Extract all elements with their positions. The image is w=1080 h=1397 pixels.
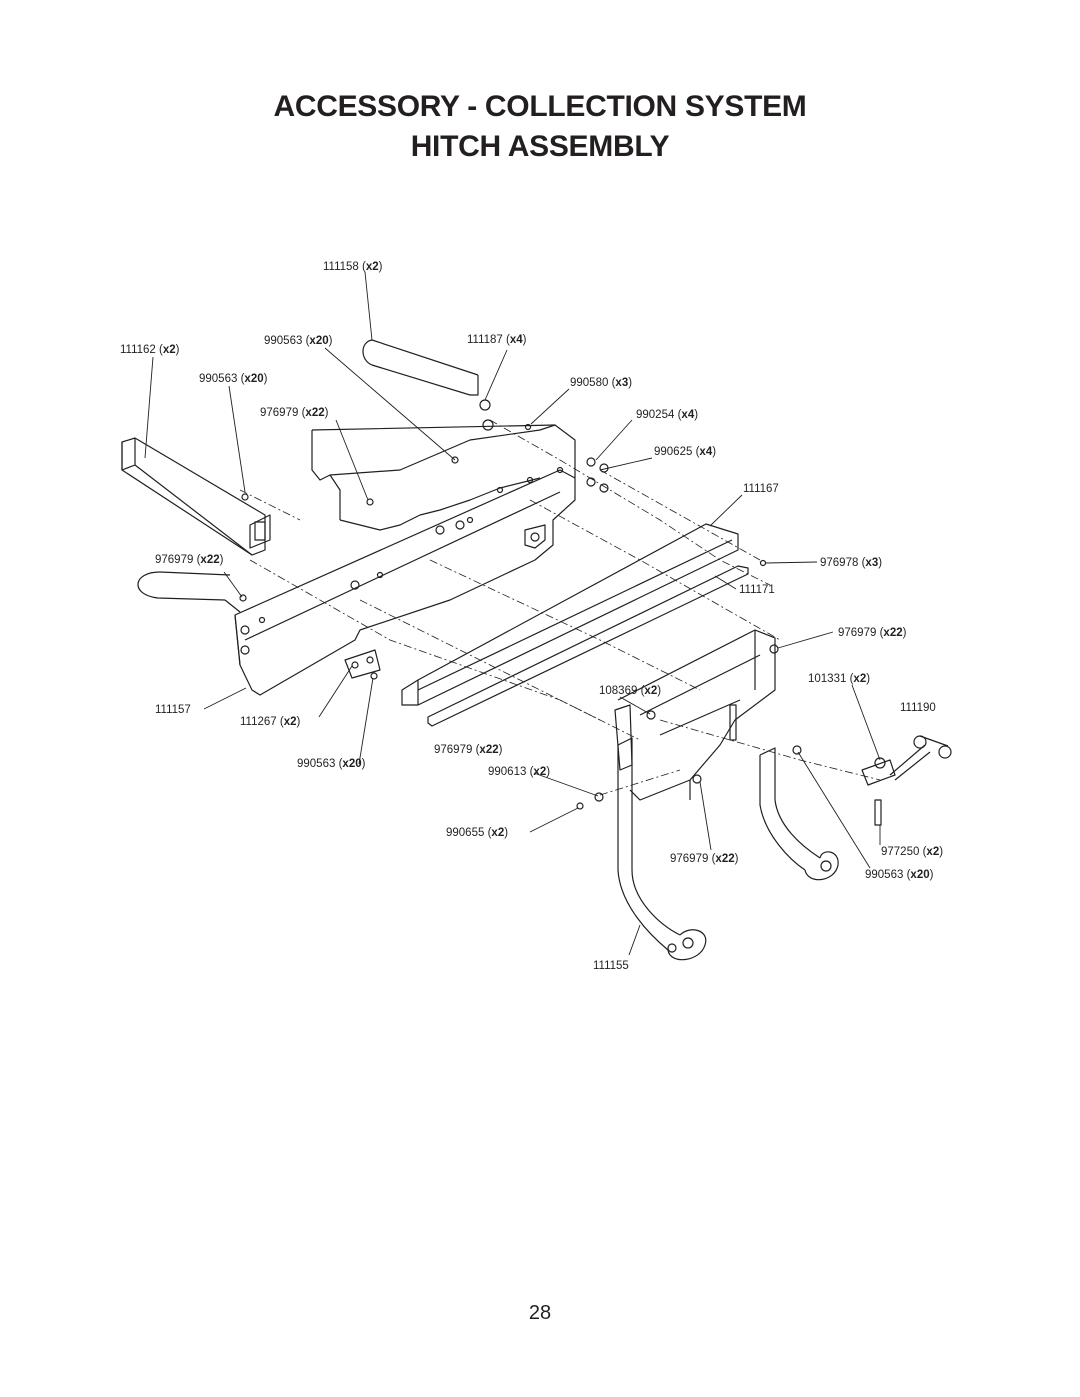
tube-111162 (121, 437, 271, 556)
page-title-line-1: ACCESSORY - COLLECTION SYSTEM (273, 90, 807, 123)
hitch-weldment-111155 (614, 629, 839, 961)
callout-108369: 108369 (x2) (599, 685, 661, 697)
callout-990625: 990625 (x4) (654, 446, 716, 458)
link-bar-111190 (861, 735, 952, 826)
callout-976978: 976978 (x3) (820, 557, 882, 569)
callout-990655: 990655 (x2) (446, 827, 508, 839)
hardware-fasteners (239, 399, 886, 810)
callout-976979-a: 976979 (x22) (260, 407, 329, 419)
callout-111167: 111167 (743, 483, 779, 495)
assembly-centerlines (239, 419, 881, 796)
callout-976979-b: 976979 (x22) (155, 554, 224, 566)
callout-976979-e: 976979 (x22) (670, 853, 739, 865)
callout-111190: 111190 (900, 702, 936, 714)
callout-111158: 111158 (x2) (323, 261, 383, 273)
u-bar-111158 (362, 339, 479, 396)
strip-111171 (427, 565, 749, 727)
bracket-111267 (344, 649, 381, 679)
u-bar-lower-left (137, 571, 241, 613)
main-frame-111157 (234, 424, 576, 696)
callout-990613: 990613 (x2) (488, 766, 550, 778)
callout-990254: 990254 (x4) (636, 409, 698, 421)
leader-lines (144, 271, 881, 956)
callout-976979-c: 976979 (x22) (838, 627, 907, 639)
callout-977250: 977250 (x2) (881, 846, 943, 858)
callout-111155: 111155 (593, 960, 629, 972)
callout-990563-a: 990563 (x20) (264, 335, 333, 347)
callout-990580: 990580 (x3) (570, 377, 632, 389)
callout-111157: 111157 (155, 704, 191, 716)
page-title-line-2: HITCH ASSEMBLY (410, 130, 670, 163)
callout-976979-d: 976979 (x22) (434, 744, 503, 756)
channel-111167 (401, 523, 739, 706)
callout-111171: 111171 (739, 584, 775, 596)
callout-labels: 111158 (x2) 111162 (x2) 990563 (x20) 111… (120, 261, 943, 972)
callout-990563-b: 990563 (x20) (199, 373, 268, 385)
page-number: 28 (528, 1302, 552, 1324)
callout-990563-c: 990563 (x20) (297, 758, 366, 770)
callout-111187: 111187 (x4) (467, 334, 527, 346)
callout-990563-d: 990563 (x20) (865, 869, 934, 881)
callout-111162: 111162 (x2) (120, 344, 180, 356)
callout-111267: 111267 (x2) (240, 716, 301, 728)
callout-101331: 101331 (x2) (808, 673, 870, 685)
